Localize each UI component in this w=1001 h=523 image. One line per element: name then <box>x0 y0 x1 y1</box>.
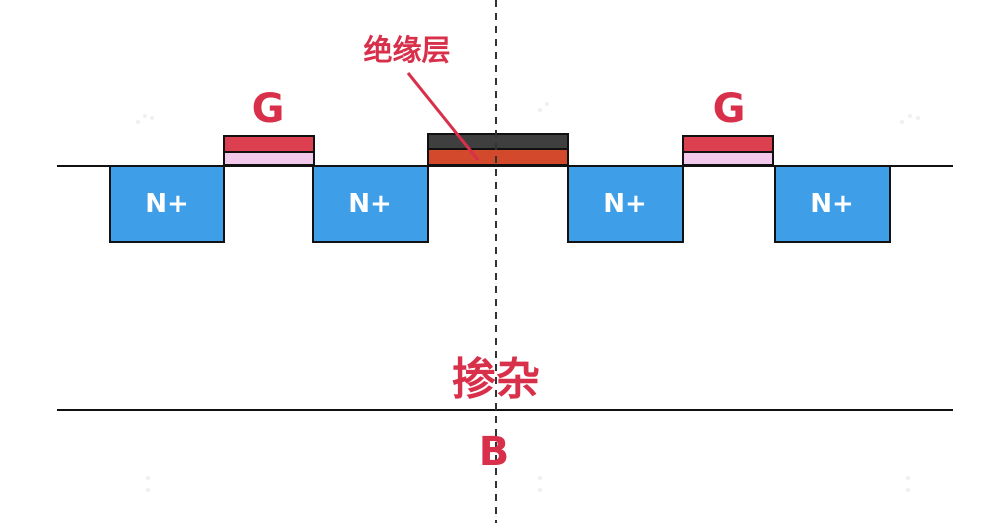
n-plus-region-2: N+ <box>312 165 429 243</box>
n-plus-region-4: N+ <box>774 165 891 243</box>
n-plus-label-2: N+ <box>348 189 392 219</box>
insulator-stack <box>427 133 569 166</box>
gate-stack-right <box>682 135 774 166</box>
insulator-layer <box>427 148 569 166</box>
gate-oxide-left <box>223 151 315 166</box>
n-plus-label-3: N+ <box>603 189 647 219</box>
n-plus-region-3: N+ <box>567 165 684 243</box>
decorative-dots <box>136 102 920 492</box>
doping-label: 掺杂 <box>452 354 540 405</box>
n-plus-region-1: N+ <box>109 165 225 243</box>
gate-electrode-right <box>682 135 774 153</box>
gate-label-left: G <box>252 86 285 132</box>
gate-electrode-left <box>223 135 315 153</box>
n-plus-label-1: N+ <box>145 189 189 219</box>
gate-label-right: G <box>713 86 746 132</box>
insulator-pointer-line <box>406 72 480 161</box>
insulator-top-layer <box>427 133 569 150</box>
insulator-label: 绝缘层 <box>363 33 450 67</box>
n-plus-label-4: N+ <box>810 189 854 219</box>
gate-oxide-right <box>682 151 774 166</box>
base-label: B <box>479 429 510 475</box>
gate-stack-left <box>223 135 315 166</box>
